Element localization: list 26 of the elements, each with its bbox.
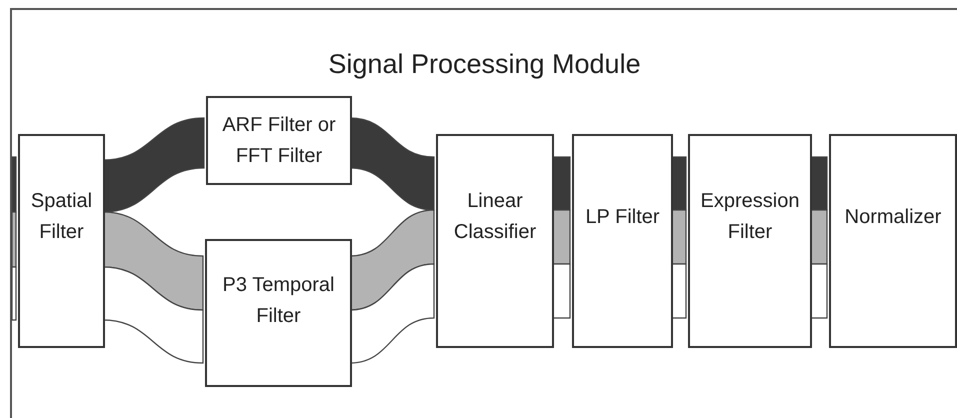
signal-band: [551, 156, 571, 211]
box-label: ARF Filter or FFT Filter: [221, 112, 337, 168]
process-box: [18, 134, 105, 348]
signal-band: [11, 211, 17, 268]
box-label: Expression Filter: [700, 189, 800, 245]
signal-band: [102, 211, 204, 311]
module-frame: [10, 8, 957, 418]
signal-band: [102, 117, 205, 213]
signal-band: [551, 209, 571, 265]
process-box: [206, 96, 352, 185]
signal-band: [102, 266, 204, 364]
process-box: [572, 134, 673, 348]
signal-band: [11, 266, 17, 321]
box-label: LP Filter: [585, 204, 660, 230]
module-title: Signal Processing Module: [327, 48, 642, 81]
box-label: Linear Classifier: [452, 189, 538, 245]
process-box: [688, 134, 812, 348]
box-label: P3 Temporal Filter: [222, 273, 336, 329]
signal-band: [349, 263, 435, 364]
process-box: [829, 134, 957, 348]
signal-band: [11, 156, 17, 213]
box-label: Normalizer: [844, 204, 942, 230]
signal-band: [551, 263, 571, 319]
signal-band: [349, 209, 435, 311]
box-label: Spatial Filter: [30, 189, 94, 245]
signal-band: [349, 117, 435, 211]
